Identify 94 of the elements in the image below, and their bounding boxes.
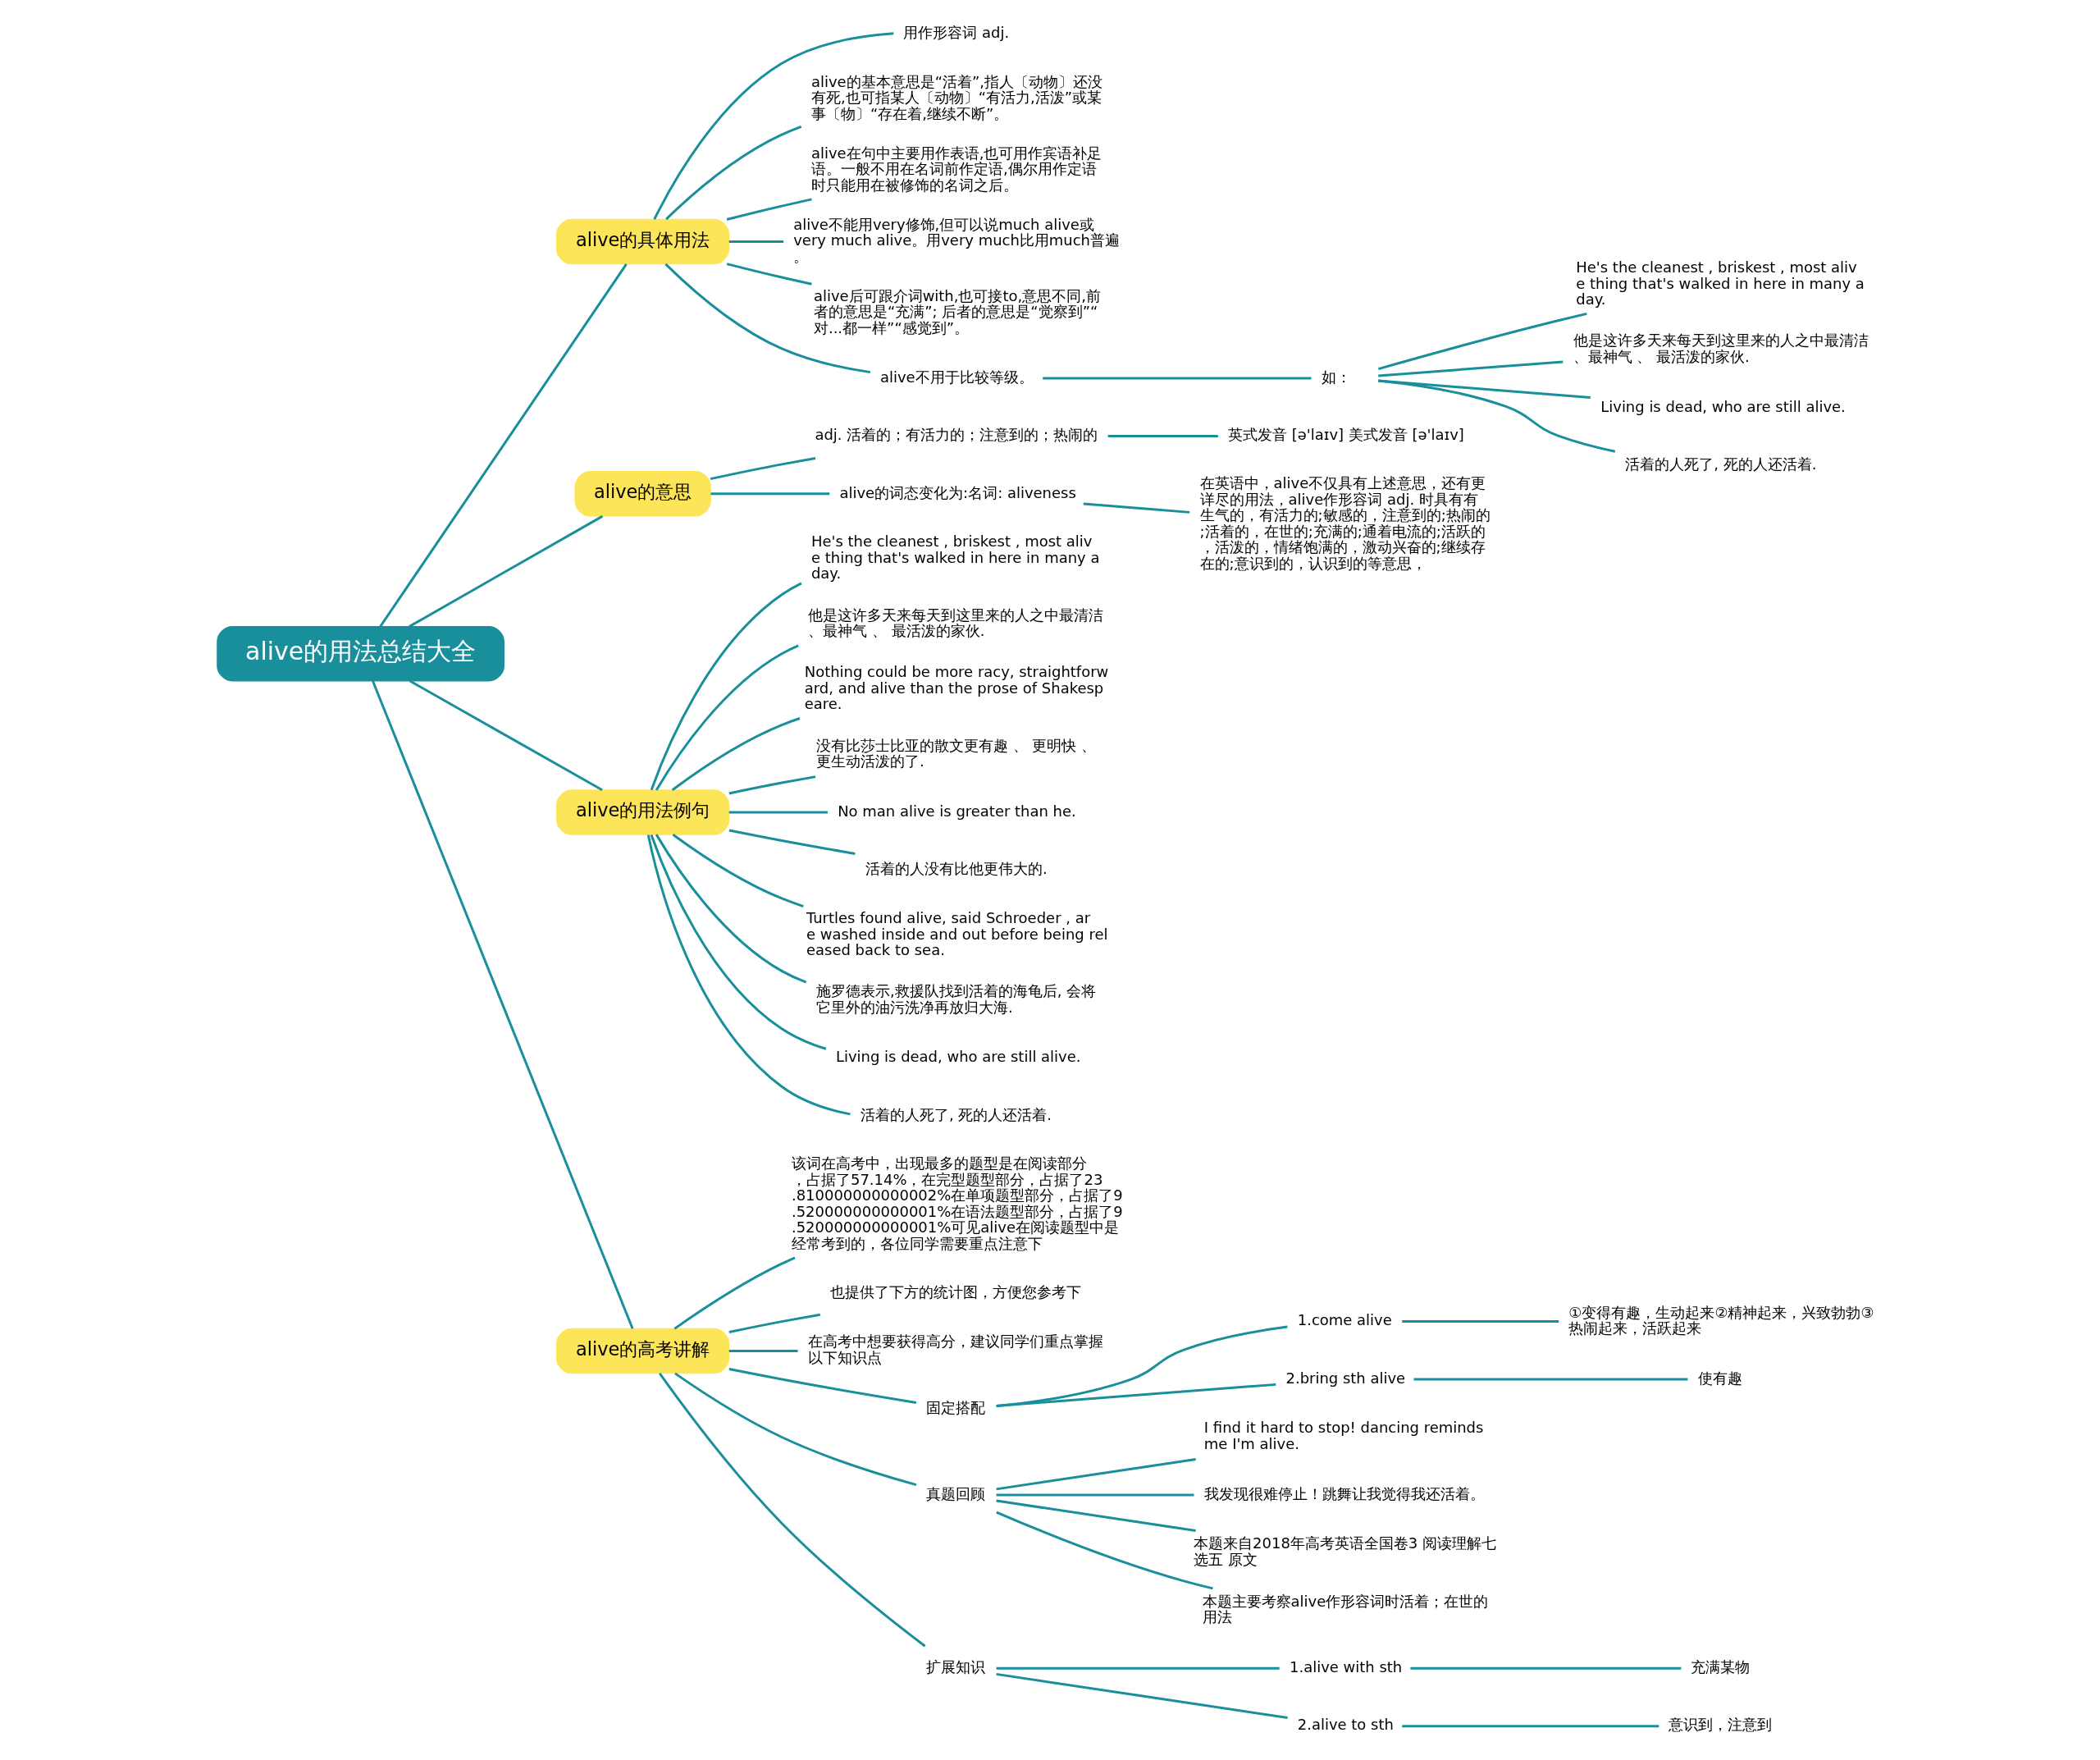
node-text: 在英语中，alive不仅具有上述意思，还有更详尽的用法，alive作形容词 adj. 时具有有生气的，有活力的;敏感的，注意到的;热闹的;活着的，在世的;充满的;通着电流的;活跃的，活泼的，情绪饱满的，激动兴奋的;继续存在的;意识到的，认识到的等意思， (1199, 474, 1491, 572)
node-text: alive不能用very修饰,但可以说much alive或very much alive。用very much比用much普遍。 (792, 215, 1120, 265)
connector (995, 1458, 1196, 1491)
connector (1409, 1666, 1681, 1670)
node-box: alive的用法总结大全 (216, 626, 504, 682)
connector (710, 456, 815, 481)
node-text: alive的词态变化为:名词: aliveness (838, 483, 1076, 501)
node-text: alive的基本意思是“活着”,指人〔动物〕还没有死,也可指某人〔动物〕“有活力,活泼”或某事〔物〕“存在着,继续不断”。 (810, 72, 1102, 122)
connector (728, 1350, 798, 1353)
connector (1083, 502, 1189, 514)
node-text: 使有趣 (1697, 1369, 1742, 1387)
connector (728, 1368, 916, 1404)
connector (655, 644, 799, 791)
node-text: 用作形容词 adj. (902, 23, 1009, 41)
connector (1413, 1378, 1687, 1381)
node-text: I find it hard to stop! dancing reminds me I'm alive. (1203, 1419, 1483, 1452)
connector (650, 834, 826, 1050)
connector (1401, 1725, 1659, 1728)
node-box: alive的意思 (573, 471, 711, 517)
node-text: He's the cleanest , briskest , most alive thing that's walked in here in many a day. (1575, 258, 1865, 309)
connector (658, 1372, 926, 1648)
node-text: 扩展知识 (925, 1657, 985, 1675)
connector (995, 1672, 1288, 1719)
connector (996, 1666, 1280, 1670)
connector (655, 834, 806, 984)
connector (728, 829, 856, 855)
connector (664, 263, 870, 374)
node-text: adj. 活着的；有活力的；注意到的；热闹的 (814, 426, 1098, 444)
node-text: 活着的人死了, 死的人还活着. (1624, 455, 1816, 473)
connector (671, 717, 800, 791)
node-text: No man alive is greater than he. (837, 802, 1076, 820)
connector (710, 492, 829, 496)
connector (672, 834, 804, 907)
node-text: alive不用于比较等级。 (879, 368, 1034, 386)
connector (673, 1256, 796, 1330)
node-text: 意识到，注意到 (1668, 1716, 1772, 1734)
node-text: Living is dead, who are still alive. (835, 1048, 1080, 1066)
node-text: He's the cleanest , briskest , most alive thing that's walked in here in many a day. (810, 533, 1099, 583)
connector (728, 1313, 820, 1333)
connector (646, 834, 851, 1116)
connector (726, 263, 812, 286)
node-text: 充满某物 (1690, 1657, 1750, 1675)
connector (1042, 377, 1311, 380)
connector (728, 240, 783, 244)
connector (996, 1325, 1288, 1408)
node-text: Living is dead, who are still alive. (1600, 397, 1846, 415)
connector (996, 1383, 1276, 1407)
connector (650, 582, 802, 791)
node-text: 在高考中想要获得高分，建议同学们重点掌握以下知识点 (807, 1333, 1103, 1366)
node-text: 也提供了下方的统计图，方便您参考下 (829, 1282, 1081, 1301)
node-text: 英式发音 [ə'laɪv] 美式发音 [ə'laɪv] (1227, 426, 1464, 444)
connector (995, 1511, 1213, 1590)
node-text: 活着的人死了, 死的人还活着. (860, 1105, 1052, 1123)
node-box: alive的用法例句 (555, 789, 729, 835)
node-text: 本题来自2018年高考英语全国卷3 阅读理解七选五 原文 (1193, 1534, 1496, 1568)
node-text: ①变得有趣，生动起来②精神起来，兴致勃勃③热闹起来，活跃起来 (1568, 1303, 1874, 1337)
connector (1401, 1320, 1559, 1323)
node-text: 活着的人没有比他更伟大的. (865, 860, 1048, 878)
connector (996, 1493, 1194, 1497)
connector (1377, 312, 1587, 371)
connector (664, 126, 801, 221)
node-box: alive的高考讲解 (555, 1328, 729, 1374)
node-text: 本题主要考察alive作形容词时活着；在世的用法 (1202, 1592, 1488, 1626)
node-box: alive的具体用法 (555, 218, 729, 265)
node-text: alive在句中主要用作表语,也可用作宾语补足语。一般不用在名词前作定语,偶尔用作定语时只能用在被修饰的名词之后。 (810, 144, 1102, 194)
connector (728, 775, 815, 795)
node-text: 我发现很难停止！跳舞让我觉得我还活着。 (1203, 1484, 1485, 1502)
node-text: 1.come alive (1297, 1311, 1392, 1329)
connector (408, 514, 603, 628)
node-text: 2.alive to sth (1297, 1716, 1394, 1734)
connector (371, 680, 634, 1329)
node-text: 如： (1321, 368, 1351, 386)
node-text: 他是这许多天来每天到这里来的人之中最清洁、最神气 、 最活泼的家伙. (807, 606, 1103, 640)
connector (1377, 379, 1615, 453)
connector (728, 811, 828, 814)
node-text: alive后可跟介词with,也可接to,意思不同,前者的意思是“充满”; 后者的意思是“觉察到”“对...都一样”“感觉到”。 (813, 286, 1101, 336)
connector (726, 198, 812, 221)
node-text: 真题回顾 (925, 1484, 985, 1502)
node-text: 没有比莎士比亚的散文更有趣 、 更明快 、更生动活泼的了. (815, 736, 1096, 770)
node-text: 他是这许多天来每天到这里来的人之中最清洁、最神气 、 最活泼的家伙. (1573, 331, 1869, 365)
node-text: 1.alive with sth (1289, 1657, 1402, 1675)
connector (1377, 360, 1563, 377)
node-text: 该词在高考中，出现最多的题型是在阅读部分，占据了57.14%，在完型题型部分，占据了23.810000000000002%在单项题型部分，占据了9.520000000000001%在语法题型部分，占据了9.520000000000001%可见alive在阅读题型中是经常考到的，各位同学需要重点注意下 (791, 1154, 1123, 1252)
connector (1107, 434, 1218, 437)
node-text: 2.bring sth alive (1285, 1369, 1405, 1387)
node-text: 施罗德表示,救援队找到活着的海龟后, 会将它里外的油污洗净再放归大海. (815, 982, 1096, 1016)
connector (409, 679, 603, 792)
connector (673, 1372, 916, 1487)
connector (652, 32, 893, 220)
connector (995, 1499, 1196, 1532)
node-text: Turtles found alive, said Schroeder , are washed inside and out before being released back to sea. (806, 909, 1107, 959)
connector (379, 263, 628, 628)
node-text: Nothing could be more racy, straightforward, and alive than the prose of Shakespeare. (804, 663, 1108, 713)
node-text: 固定搭配 (925, 1398, 985, 1416)
